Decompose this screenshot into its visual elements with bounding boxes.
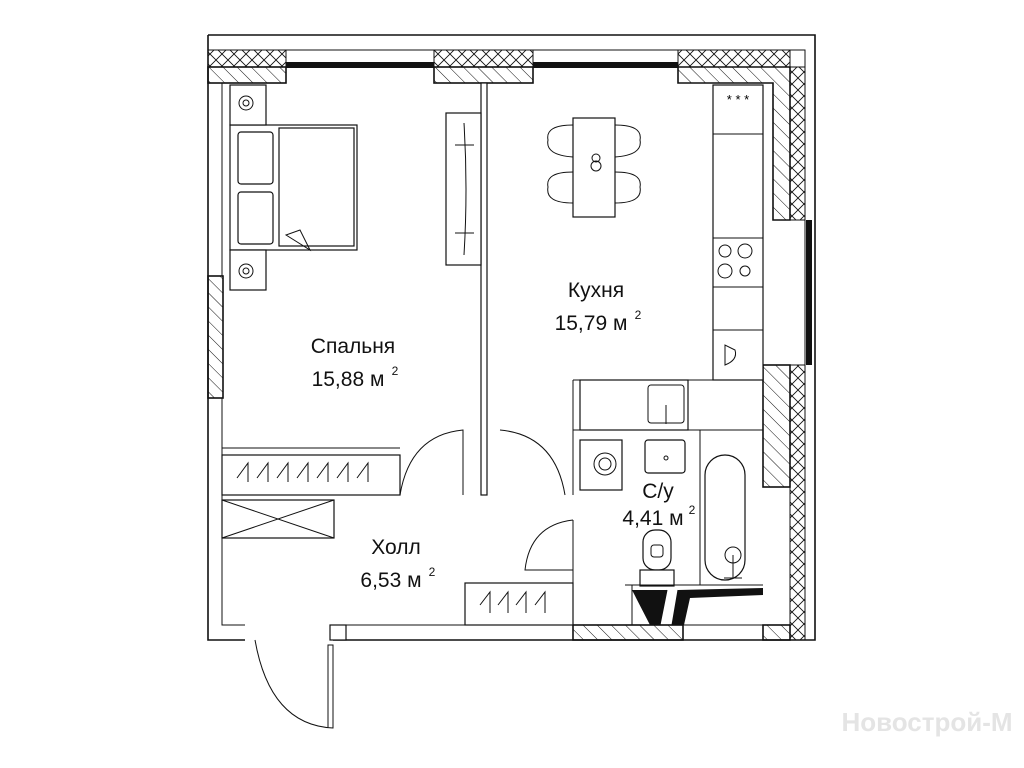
room-label-kitchen: Кухня 15,79 м 2 (555, 279, 642, 335)
room-name: Холл (371, 536, 421, 559)
dining-table (547, 117, 641, 218)
room-area: 6,53 м (360, 569, 421, 592)
unit-superscript: 2 (429, 565, 436, 579)
room-name: Спальня (311, 335, 395, 358)
svg-text:* * *: * * * (727, 92, 749, 107)
wardrobe-bedroom (221, 112, 482, 496)
bathroom-fixtures (579, 430, 763, 626)
kitchen-counter: * * * (579, 84, 764, 431)
unit-superscript: 2 (635, 308, 642, 322)
doors[interactable] (254, 429, 574, 729)
unit-superscript: 2 (689, 503, 696, 517)
room-name: Кухня (568, 279, 624, 302)
bed (229, 84, 358, 291)
room-label-bedroom: Спальня 15,88 м 2 (311, 335, 399, 391)
entrance-door[interactable] (254, 639, 334, 729)
bedroom-door[interactable] (399, 429, 464, 496)
room-label-hall: Холл 6,53 м 2 (360, 536, 435, 592)
watermark: Новострой-М (841, 707, 1012, 737)
room-area: 4,41 м (622, 507, 683, 530)
room-label-bathroom: С/у 4,41 м 2 (622, 480, 695, 530)
unit-superscript: 2 (392, 364, 399, 378)
room-area: 15,88 м (312, 368, 385, 391)
exterior-walls (207, 34, 816, 641)
kitchen-door[interactable] (499, 429, 566, 496)
windows (285, 50, 812, 365)
hall-furniture (221, 499, 574, 626)
bathroom-door[interactable] (524, 519, 574, 571)
room-name: С/у (642, 480, 674, 503)
room-area: 15,79 м (555, 312, 628, 335)
